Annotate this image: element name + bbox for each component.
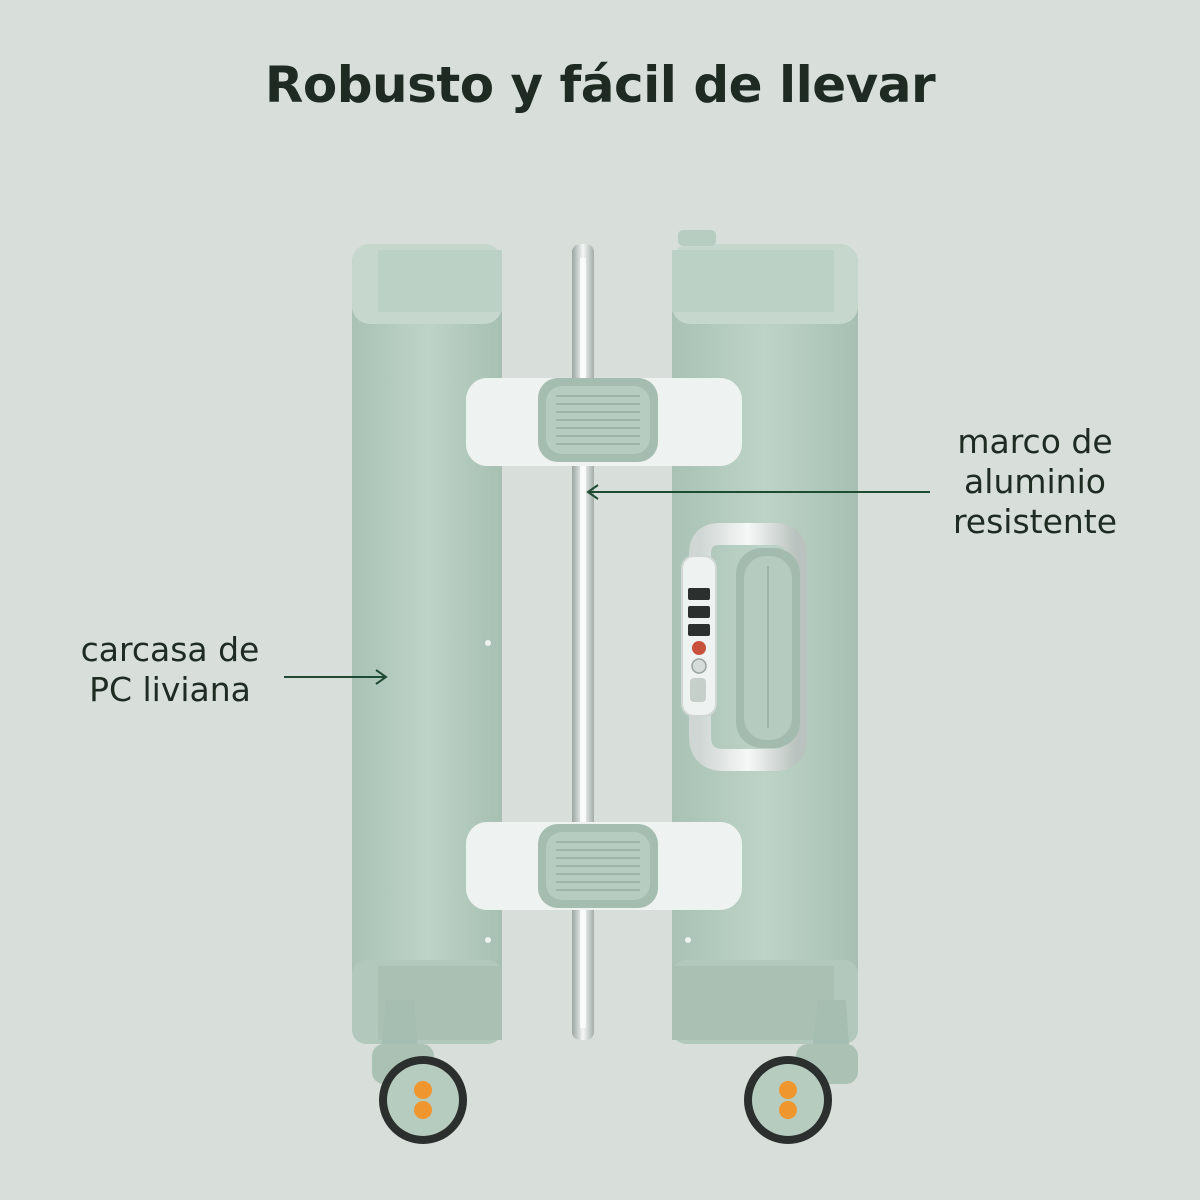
shell-callout-line1: carcasa de — [80, 630, 260, 669]
shell-callout-line2: PC liviana — [89, 670, 251, 709]
shell-callout-arrow — [284, 669, 388, 685]
shell-callout-label: carcasa de PC liviana — [40, 630, 300, 710]
frame-callout-line1: marco de — [957, 422, 1113, 461]
lower-corner-guard — [466, 822, 742, 910]
left-wheel — [372, 1000, 467, 1144]
frame-callout-arrow — [586, 484, 930, 500]
left-shell-half — [352, 244, 506, 1044]
frame-callout-label: marco de aluminio resistente — [910, 422, 1160, 542]
page-title: Robusto y fácil de llevar — [264, 56, 936, 114]
aluminium-frame — [572, 244, 594, 1040]
side-carry-handle — [689, 523, 807, 771]
frame-callout-line2: aluminio — [964, 462, 1106, 501]
right-wheel — [744, 1000, 858, 1144]
frame-callout-line3: resistente — [952, 502, 1118, 541]
upper-corner-guard — [466, 378, 742, 466]
tsa-lock-icon — [681, 555, 717, 717]
